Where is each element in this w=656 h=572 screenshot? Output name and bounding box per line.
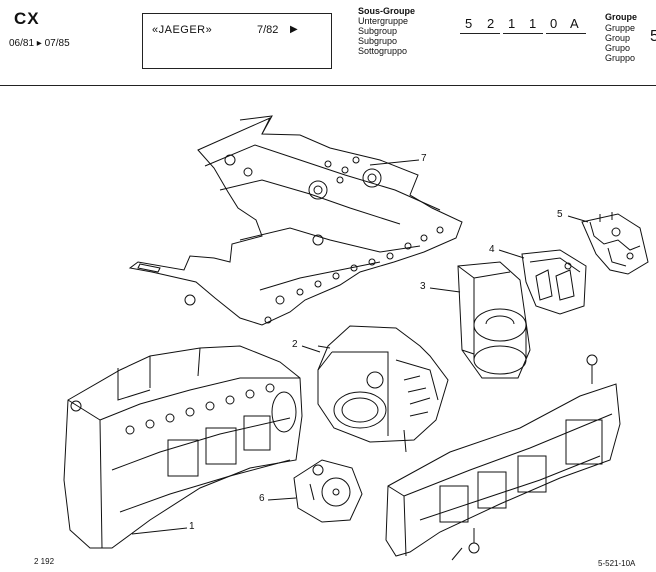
printed-circuit-sheet <box>128 115 463 326</box>
callout-6: 6 <box>259 493 265 504</box>
footer-code-left: 2 192 <box>34 557 55 566</box>
group-number: 5 <box>650 28 656 45</box>
code-digit: 1 <box>529 16 537 31</box>
group-label-de: Gruppe <box>605 23 636 33</box>
code-underline <box>503 33 543 34</box>
callout-1: 1 <box>189 521 195 532</box>
callout-3: 3 <box>420 281 426 292</box>
code-digit: 5 <box>465 16 473 31</box>
subgroup-label-de: Untergruppe <box>358 16 409 26</box>
arrow-right-icon: ▶ <box>290 24 298 35</box>
code-digit: A <box>570 16 579 31</box>
code-digit: 1 <box>508 16 516 31</box>
relay-block <box>581 212 649 275</box>
brand-name: «JAEGER» <box>152 24 213 36</box>
code-digit: 2 <box>487 16 495 31</box>
right-instrument-cluster <box>385 354 621 557</box>
gauge-housing <box>457 261 531 379</box>
callout-2: 2 <box>292 339 298 350</box>
brand-box <box>142 13 332 69</box>
code-underline <box>546 33 586 34</box>
clock-gauge <box>293 459 363 523</box>
callout-5: 5 <box>557 209 563 220</box>
left-instrument-cluster <box>63 345 303 549</box>
connector-bracket <box>521 249 587 315</box>
subgroup-label-fr: Sous-Groupe <box>358 6 416 16</box>
speedometer-unit <box>317 325 449 453</box>
callout-4: 4 <box>489 244 495 255</box>
model-code: CX <box>14 9 40 28</box>
footer-code-right: 5-521-10A <box>598 559 636 568</box>
group-label-fr: Groupe <box>605 12 638 22</box>
brand-date: 7/82 <box>257 24 279 36</box>
group-label-en: Group <box>605 33 631 43</box>
group-label-es: Grupo <box>605 43 631 53</box>
subgroup-label-it: Sottogruppo <box>358 46 408 56</box>
subgroup-label-es: Subgrupo <box>358 36 398 46</box>
header-divider <box>0 85 656 86</box>
date-range: 06/81 ▸ 07/85 <box>9 38 70 49</box>
subgroup-label-en: Subgroup <box>358 26 398 36</box>
callout-leaders <box>131 159 589 561</box>
group-label-it: Gruppo <box>605 53 636 63</box>
code-underline <box>460 33 500 34</box>
callout-7: 7 <box>421 153 427 164</box>
code-digit: 0 <box>550 16 558 31</box>
